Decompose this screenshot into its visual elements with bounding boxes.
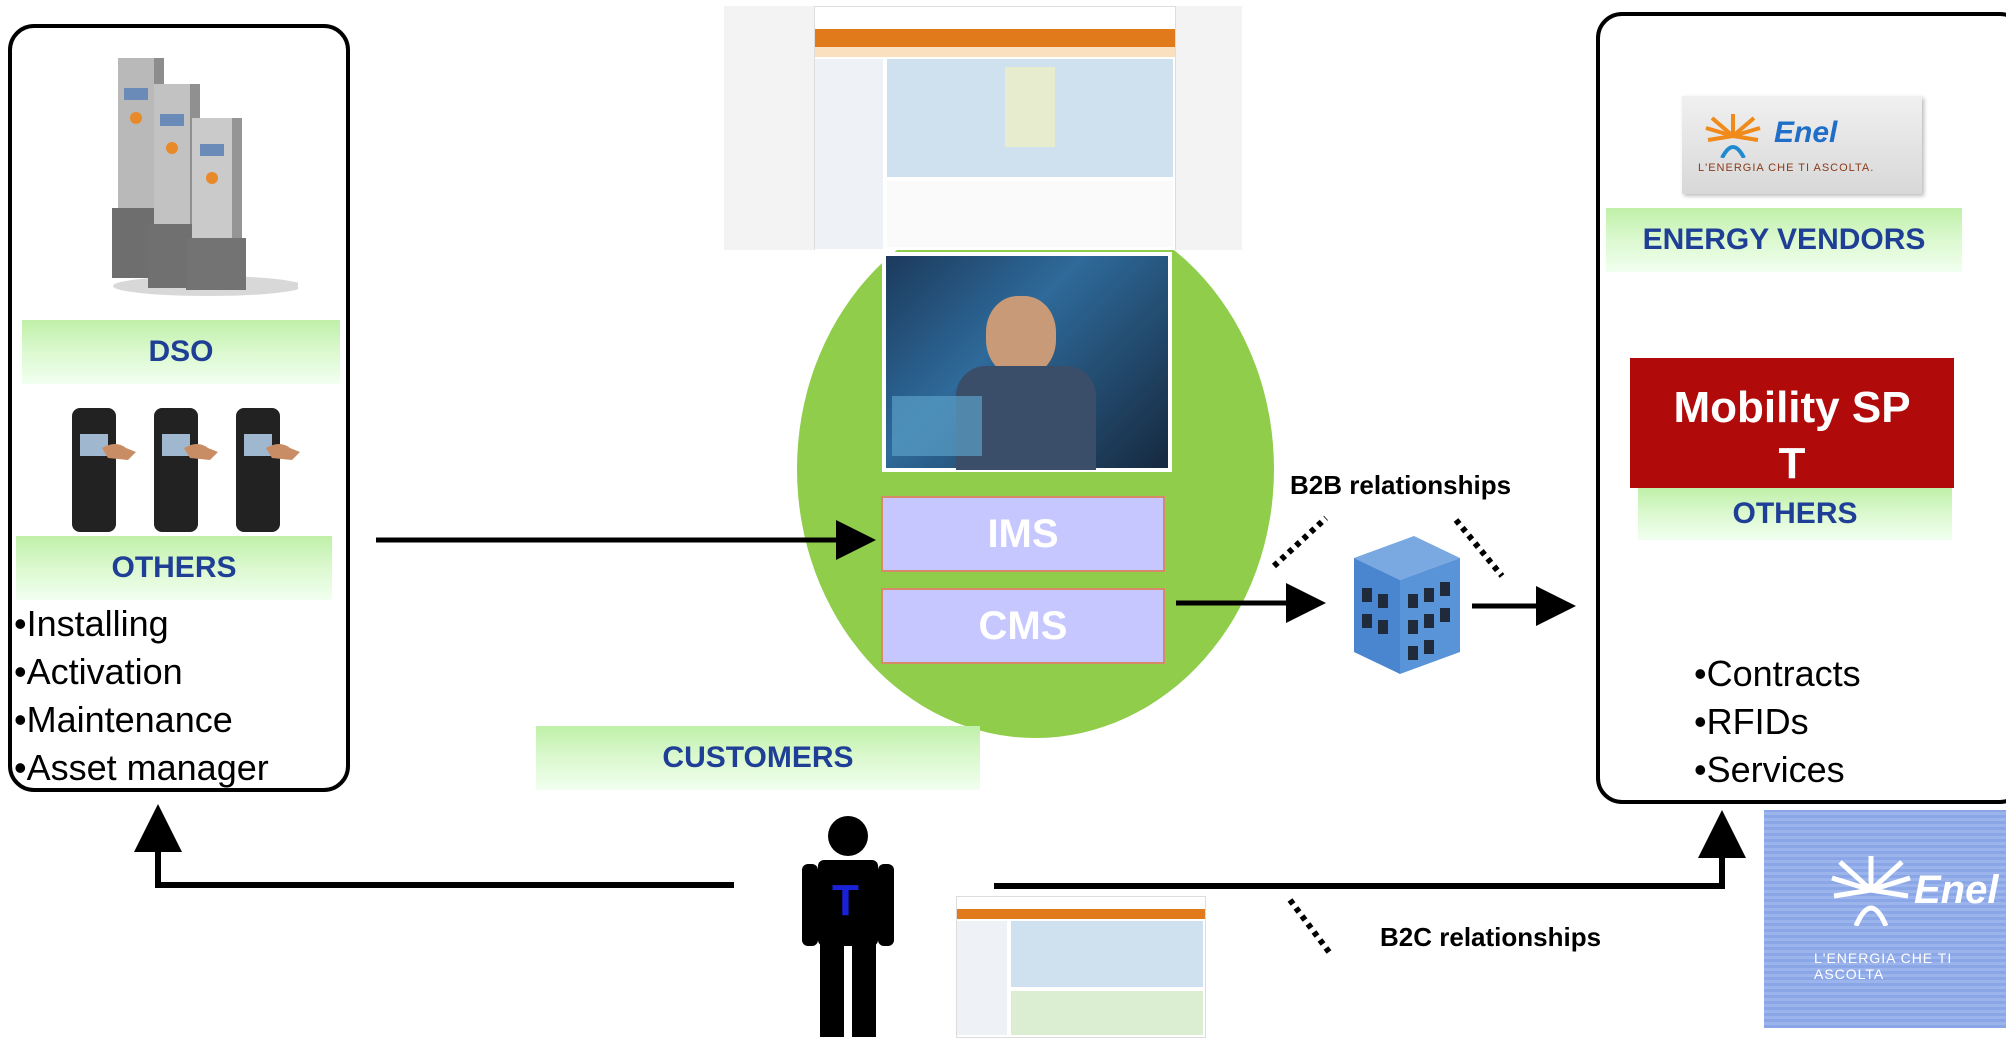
web-app-screenshot-top [724, 6, 1242, 250]
bullet-item: Activation [14, 648, 269, 696]
enel-logo-name: Enel [1774, 116, 1838, 149]
left-bullet-list: Installing Activation Maintenance Asset … [14, 600, 269, 792]
bullet-item: Installing [14, 600, 269, 648]
building-icon [1354, 536, 1460, 674]
b2b-relationships-label: B2B relationships [1290, 470, 1512, 500]
b2c-relationships-label: B2C relationships [1380, 922, 1602, 952]
arrow-customer-to-vendors [994, 810, 1746, 889]
dso-label: DSO [22, 320, 340, 384]
arrow-customer-to-dso [134, 804, 734, 888]
enel-sun-icon [1705, 114, 1761, 158]
bullet-item: Maintenance [14, 696, 269, 744]
left-others-label: OTHERS [16, 536, 332, 600]
operator-photo [882, 252, 1172, 472]
b2c-dotted [1287, 898, 1335, 958]
energy-vendors-label: ENERGY VENDORS [1606, 208, 1962, 272]
b2b-dotted-left [1271, 515, 1329, 569]
mobility-sp-line2: T [1778, 439, 1806, 488]
bullet-item: Asset manager [14, 744, 269, 792]
corner-enel-logo: Enel L'ENERGIA CHE TI ASCOLTA [1764, 810, 2006, 1028]
cms-box: CMS [881, 588, 1165, 664]
b2b-dotted-right [1453, 518, 1505, 578]
corner-logo-name: Enel [1914, 868, 1999, 912]
web-app-screenshot-bottom [956, 896, 1206, 1038]
rfid-terminals-image [72, 408, 300, 532]
corner-enel-sun-icon [1831, 856, 1911, 926]
corner-logo-tagline: L'ENERGIA CHE TI ASCOLTA [1814, 950, 1953, 982]
ims-box: IMS [881, 496, 1165, 572]
person-letter: T [832, 876, 859, 925]
charging-columns-image [112, 58, 298, 296]
right-others-label: OTHERS [1638, 488, 1952, 540]
enel-logo-card: Enel L'ENERGIA CHE TI ASCOLTA. [1682, 96, 1922, 194]
customers-label: CUSTOMERS [536, 726, 980, 790]
enel-logo-tagline: L'ENERGIA CHE TI ASCOLTA. [1698, 162, 1875, 174]
bullet-item: Contracts [1694, 650, 1861, 698]
mobility-sp-box: Mobility SP T [1630, 358, 1954, 488]
mobility-sp-line1: Mobility SP [1673, 383, 1911, 432]
bullet-item: Services [1694, 746, 1861, 794]
customer-person-icon: T [796, 812, 900, 1037]
bullet-item: RFIDs [1694, 698, 1861, 746]
right-bullet-list: Contracts RFIDs Services [1694, 650, 1861, 794]
